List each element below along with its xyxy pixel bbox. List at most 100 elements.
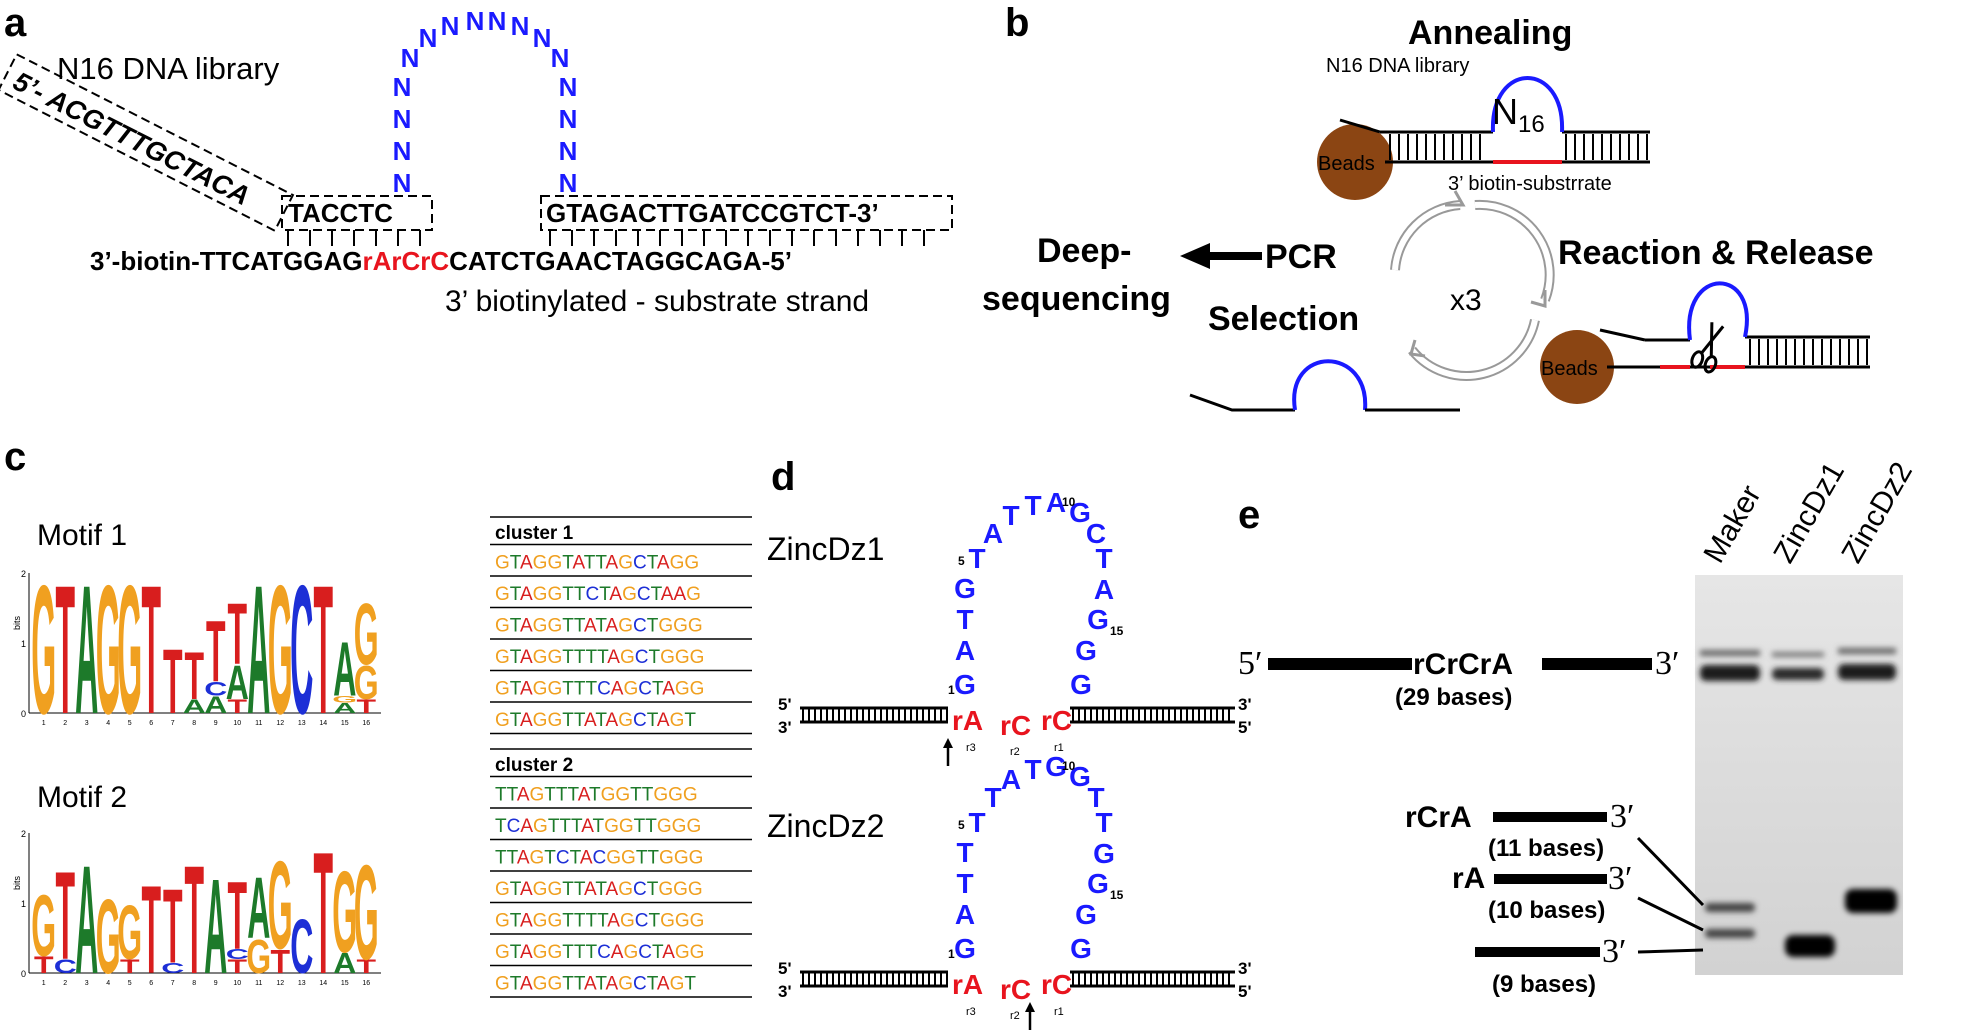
logo-letter: G — [117, 547, 142, 752]
dz-3prime-right: 3' — [1238, 695, 1252, 714]
cluster-sequence: GTAGGTTATAGCTGGG — [495, 616, 703, 637]
bead-top-label: Beads — [1318, 153, 1375, 175]
cluster-title: cluster 2 — [495, 755, 573, 776]
selection-label: Selection — [1208, 300, 1359, 338]
dz-loop-base: A — [955, 899, 975, 930]
svg-text:15: 15 — [341, 720, 349, 727]
dz-r3-sub: r3 — [966, 742, 976, 754]
logo-letter: A — [183, 695, 206, 717]
dz1-name: ZincDz1 — [767, 531, 884, 567]
dz-3prime-left: 3' — [778, 982, 792, 1001]
library-left-arm-box — [281, 195, 433, 231]
dz-number-15: 15 — [1110, 888, 1124, 902]
logo-letter: C — [226, 947, 249, 963]
substrate-strand: 3’-biotin-TTCATGGAGrArCrCCATCTGAACTAGGCA… — [90, 246, 792, 276]
bits-label-2: bits — [12, 875, 22, 890]
loop-n-base: N — [393, 104, 412, 134]
cluster-sequence: GTAGGTTATAGCTAGT — [495, 974, 696, 995]
dz-number-1: 1 — [948, 947, 955, 961]
deep-seq-label-2: sequencing — [982, 280, 1171, 318]
loop-n-base: N — [393, 136, 412, 166]
svg-text:5: 5 — [128, 720, 132, 727]
loop-n-base: N — [401, 43, 420, 73]
dz-number-5: 5 — [958, 554, 965, 568]
logo-letter: A — [333, 625, 356, 713]
logo-letter: A — [204, 692, 227, 719]
library-label: N16 DNA library — [57, 51, 280, 86]
logo-letter: T — [55, 847, 75, 987]
substrate-caption: 3’ biotinylated - substrate strand — [445, 285, 869, 318]
library-right-arm-box — [540, 195, 953, 231]
cluster-title: cluster 1 — [495, 523, 574, 544]
logo-letter: G — [96, 877, 121, 996]
panel-a: a N16 DNA library 5’- ACGTTTGCTACA TACCT… — [0, 1, 953, 318]
dz-5prime-right: 5' — [1238, 982, 1252, 1001]
dz-5prime-left: 5' — [778, 959, 792, 978]
dz-loop-base: T — [1024, 490, 1041, 521]
svg-text:3: 3 — [85, 720, 89, 727]
loop-n-base: N — [559, 168, 578, 198]
loop-n-base: N — [511, 11, 530, 41]
full-3prime: 3′ — [1655, 645, 1679, 682]
cluster-sequence: GTAGGTTTTAGCTGGG — [495, 911, 704, 932]
p10-length: (10 bases) — [1488, 897, 1605, 924]
svg-text:0: 0 — [21, 969, 26, 979]
panel-d-letter: d — [771, 455, 795, 499]
logo-letter: T — [227, 955, 247, 977]
loop-n-base: N — [393, 72, 412, 102]
logo-letter: C — [290, 902, 313, 990]
svg-text:16: 16 — [362, 980, 370, 987]
dz-r3: rA — [952, 705, 983, 736]
panel-e: e Maker ZincDz1 ZincDz2 5′ rCrCrA 3′ (29… — [1238, 457, 1919, 998]
dz-loop-base: G — [954, 573, 976, 604]
full-length-label: (29 bases) — [1395, 684, 1512, 711]
svg-text:14: 14 — [319, 720, 327, 727]
cluster-sequence: GTAGGTTATAGCTGGG — [495, 879, 703, 900]
logo-letter: G — [332, 848, 357, 978]
pairing-ticks-right — [549, 230, 925, 246]
b-library-label: N16 DNA library — [1326, 55, 1469, 77]
library-5prime-box — [0, 52, 295, 233]
pcr-label: PCR — [1265, 238, 1337, 276]
cluster-sequence: GTAGGTTCTAGCTAAG — [495, 584, 701, 605]
dz-number-15: 15 — [1110, 624, 1124, 638]
bits-label-1: bits — [12, 615, 22, 630]
dz-loop-base: A — [1094, 574, 1114, 605]
p11-label: rCrA — [1405, 801, 1472, 834]
logo-letter: T — [141, 861, 161, 1001]
logo-letter: C — [161, 961, 184, 977]
cluster-sequence: TTAGTCTACGGTTGGG — [495, 848, 703, 869]
svg-text:4: 4 — [106, 720, 110, 727]
logo-letter: A — [75, 547, 98, 752]
logo-letter: G — [268, 547, 293, 752]
logo-letter: C — [290, 547, 313, 752]
svg-text:1: 1 — [42, 720, 46, 727]
full-5prime: 5′ — [1238, 645, 1262, 682]
logo-letter: G — [31, 877, 56, 974]
p11-3prime: 3′ — [1610, 798, 1634, 835]
dz-loop-base: G — [1069, 761, 1091, 792]
logo-letter: G — [31, 547, 56, 752]
dz-loop-base: G — [1070, 933, 1092, 964]
cluster-sequence: TCAGTTTATGGTTGGG — [495, 816, 701, 837]
svg-text:7: 7 — [171, 980, 175, 987]
loop-n-base: N — [559, 136, 578, 166]
reaction-release-label: Reaction & Release — [1558, 234, 1874, 272]
p11-length: (11 bases) — [1488, 835, 1604, 862]
svg-text:10: 10 — [233, 980, 241, 987]
full-rna: rCrCrA — [1413, 648, 1513, 681]
p9-3prime: 3′ — [1602, 933, 1626, 970]
pairing-ticks-left — [287, 230, 421, 246]
panel-a-letter: a — [4, 1, 27, 45]
dz-loop-base: G — [1045, 751, 1067, 782]
logo-letter: T — [120, 955, 140, 977]
logo-letter: A — [247, 547, 270, 752]
dz-loop-base: C — [1086, 518, 1106, 549]
logo-letter: G — [246, 929, 271, 983]
dz-number-5: 5 — [958, 818, 965, 832]
svg-text:1: 1 — [42, 980, 46, 987]
